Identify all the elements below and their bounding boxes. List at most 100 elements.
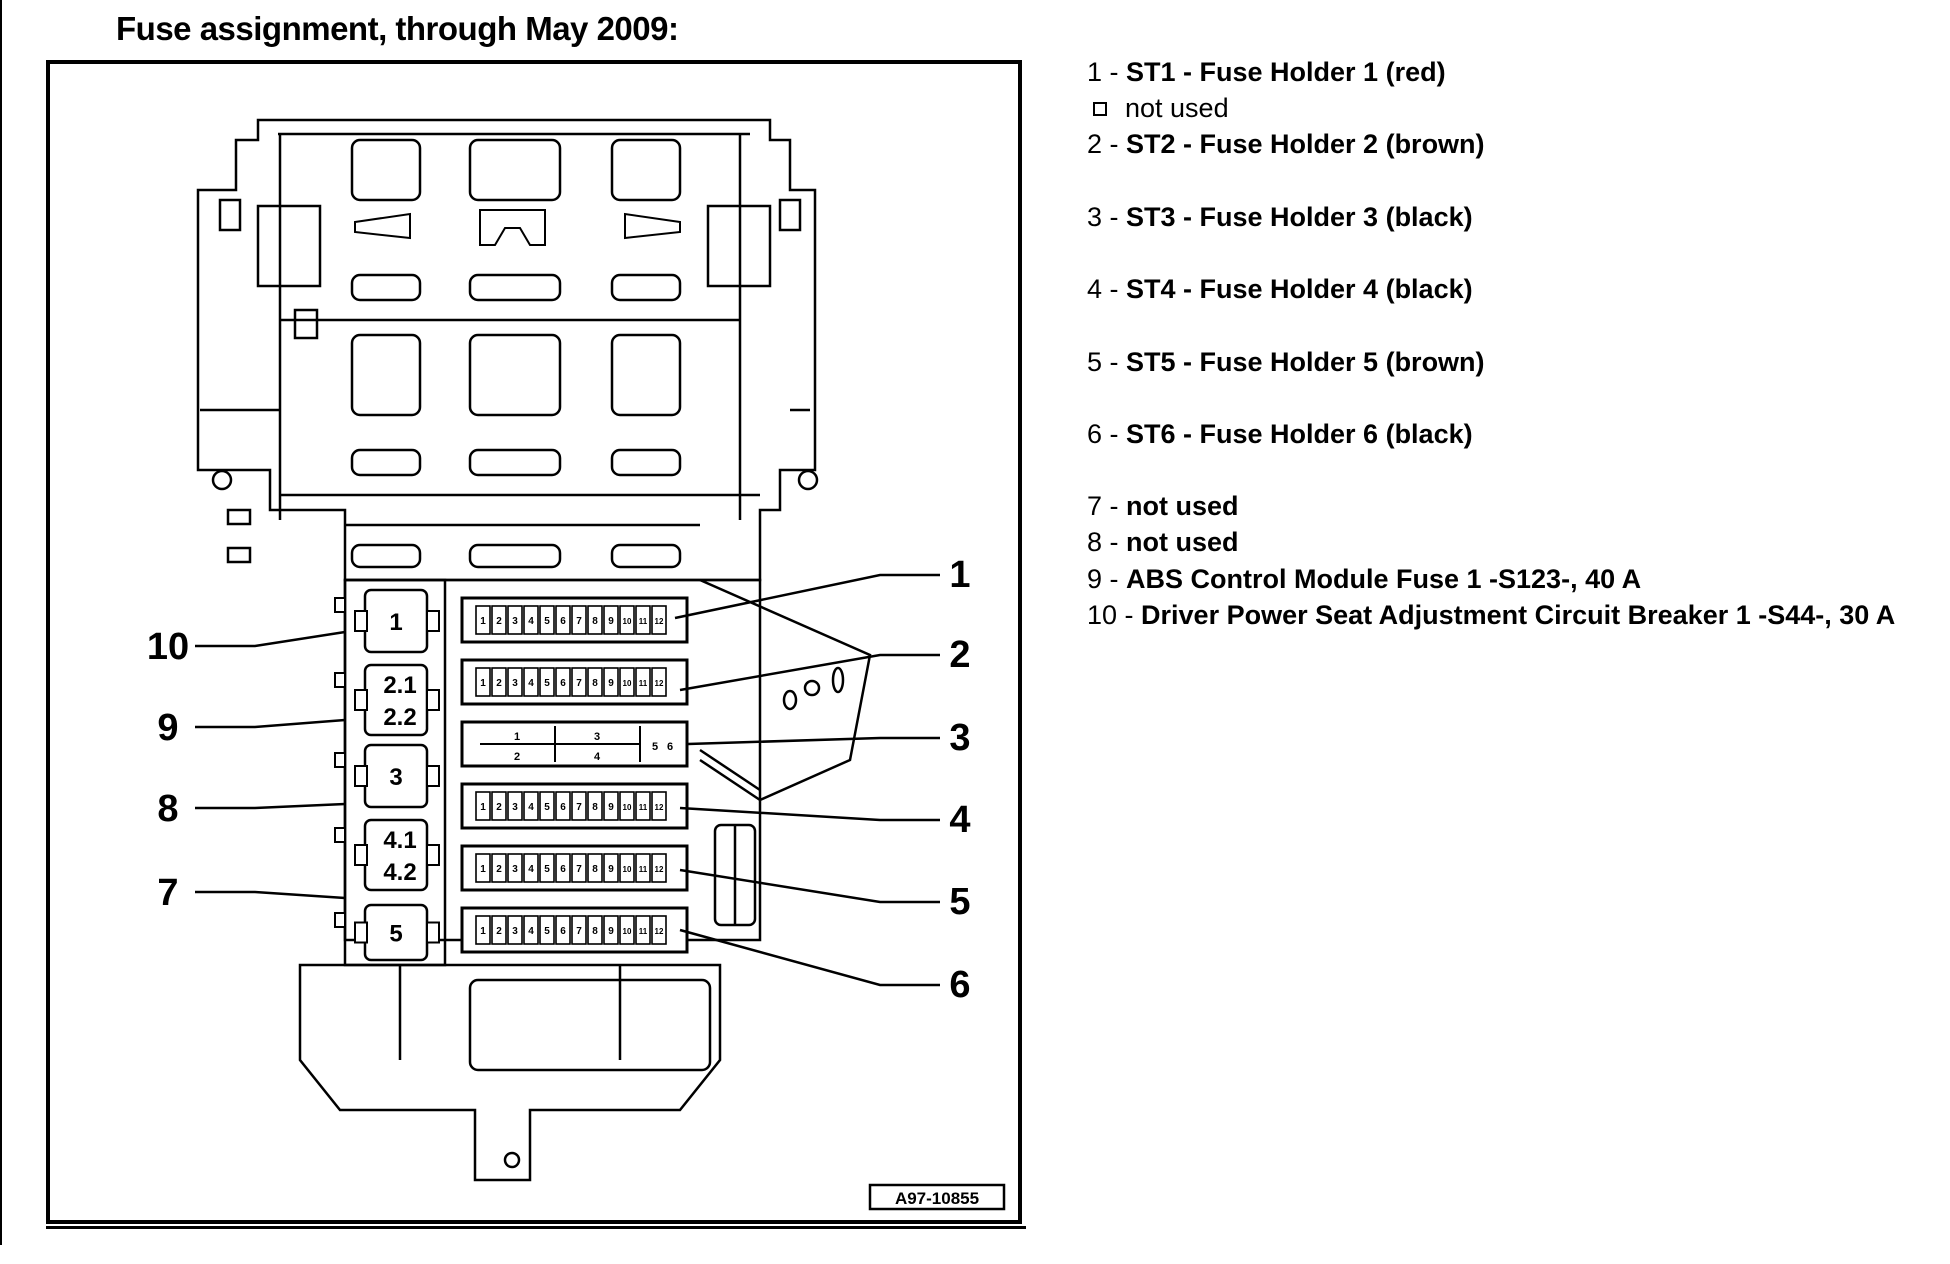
relay-label: 4.2 [383, 859, 416, 886]
legend-item-number: 7 - [1087, 491, 1127, 522]
callout-number: 8 [157, 788, 178, 830]
legend-item: 5 - ST5 - Fuse Holder 5 (brown) [1087, 344, 1895, 380]
fuse-slot-label: 9 [608, 616, 614, 627]
fuse-slot [507, 791, 523, 821]
fuse-slot [619, 791, 635, 821]
legend-item: 10 - Driver Power Seat Adjustment Circui… [1087, 597, 1895, 633]
legend-item-number: 2 - [1087, 129, 1127, 160]
fuse-slot [555, 791, 571, 821]
fuse-slot [491, 915, 507, 945]
legend-spacer [1087, 163, 1895, 199]
legend-item: 9 - ABS Control Module Fuse 1 -S123-, 40… [1087, 561, 1895, 597]
legend-item-text: ST4 - Fuse Holder 4 (black) [1126, 274, 1473, 305]
legend-item: 3 - ST3 - Fuse Holder 3 (black) [1087, 199, 1895, 235]
legend-item-number: 4 - [1087, 274, 1127, 305]
fuse-slot [539, 667, 555, 697]
legend-item: 6 - ST6 - Fuse Holder 6 (black) [1087, 416, 1895, 452]
fuse-slot-label: 2 [496, 802, 502, 813]
callout-number: 4 [949, 799, 970, 841]
fuse-slot-label: 12 [655, 617, 664, 626]
leader-line [679, 928, 940, 987]
fuse-slot [523, 667, 539, 697]
fuse-slot-label: 10 [623, 679, 632, 688]
callout-number: 2 [949, 634, 970, 676]
fuse-slot-label: 11 [639, 803, 648, 812]
fuse-slot-label: 4 [528, 926, 534, 937]
fuse-slot [651, 791, 667, 821]
relay-label: 1 [389, 609, 402, 636]
legend-spacer [1087, 235, 1895, 271]
fuse-slot [603, 915, 619, 945]
fuse-slot [651, 667, 667, 697]
legend-item-text: Driver Power Seat Adjustment Circuit Bre… [1141, 599, 1896, 630]
leader-line [195, 890, 346, 900]
callout-number: 5 [949, 881, 970, 923]
fuse-slot [491, 791, 507, 821]
legend-spacer [1087, 307, 1895, 343]
leader-line [679, 653, 940, 692]
fuse-slot [619, 667, 635, 697]
fuse-slot [603, 791, 619, 821]
housing-slot [350, 138, 422, 202]
fuse-slot [603, 853, 619, 883]
callout-number: 10 [147, 626, 189, 668]
fuse-slot [587, 605, 603, 635]
fuse-slot-label: 11 [639, 617, 648, 626]
relay-column-frame [343, 578, 447, 967]
fuse-slot [635, 915, 651, 945]
fuse-slot-label: 9 [608, 926, 614, 937]
legend-item-number: 5 - [1087, 346, 1127, 377]
housing-slot [610, 448, 682, 477]
legend-item-text: not used [1126, 527, 1239, 558]
fuse-slot-label: 11 [639, 865, 648, 874]
fuse-slot [619, 853, 635, 883]
fuse-slot [523, 915, 539, 945]
fuse-slot [619, 915, 635, 945]
leader-line [679, 806, 940, 822]
housing-slot [468, 448, 562, 477]
left-border-rule [0, 0, 2, 1245]
legend-item: 8 - not used [1087, 524, 1895, 560]
fuse-slot [507, 667, 523, 697]
housing-slot [350, 448, 422, 477]
square-bullet-icon [1093, 102, 1107, 117]
fuse-slot-label: 3 [512, 864, 518, 875]
fuse-slot [651, 605, 667, 635]
housing-slot [468, 273, 562, 302]
fuse-slot-label: 2 [496, 926, 502, 937]
fuse-slot-label: 8 [592, 616, 598, 627]
figure-id-box [868, 1183, 1006, 1211]
housing-slot [610, 273, 682, 302]
leader-line [195, 802, 346, 810]
bracket-housing [196, 118, 819, 582]
fuse-slot-label: 1 [480, 616, 486, 627]
fuse-slot [651, 853, 667, 883]
fuse-slot-label: 2 [496, 616, 502, 627]
housing-slot [468, 543, 562, 569]
fuse-slot [523, 605, 539, 635]
fuse-slot-label: 10 [623, 865, 632, 874]
fuse-slot [635, 667, 651, 697]
fuse-slot [587, 791, 603, 821]
fuse-slot-label: 5 [544, 802, 550, 813]
fuse-slot [491, 853, 507, 883]
relay-label: 4.1 [383, 827, 416, 854]
fuse-slot-label: 5 [652, 741, 658, 753]
fuse-slot [475, 853, 491, 883]
fuse-slot-label: 11 [639, 927, 648, 936]
fuse-slot-label: 5 [544, 678, 550, 689]
fuse-slot-label: 9 [608, 864, 614, 875]
fuse-slot [603, 667, 619, 697]
legend-item: 2 - ST2 - Fuse Holder 2 (brown) [1087, 126, 1895, 162]
leader-line [195, 718, 346, 729]
housing-slot [610, 333, 682, 417]
fuse-slot [555, 605, 571, 635]
fuse-slot [571, 915, 587, 945]
fuse-slot-label: 6 [667, 741, 673, 753]
fuse-slot [555, 915, 571, 945]
